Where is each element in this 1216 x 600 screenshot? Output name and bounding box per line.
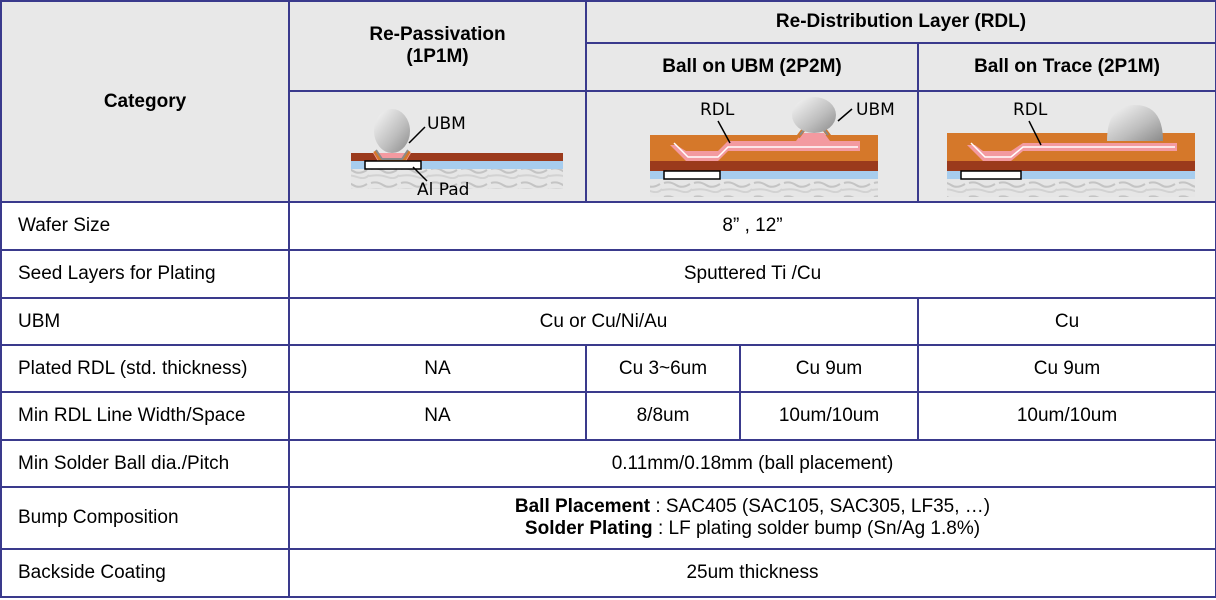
cell-min-rdl-2: 8/8um xyxy=(585,391,741,441)
table-row: UBM Cu or Cu/Ni/Au Cu xyxy=(0,297,1216,346)
table-row: Seed Layers for Plating Sputtered Ti /Cu xyxy=(0,249,1216,299)
ball-on-ubm-diagram: RDL UBM xyxy=(650,96,895,197)
bump-ball-placement-text: : SAC405 (SAC105, SAC305, LF35, …) xyxy=(650,496,991,517)
table-row: Bump Composition Ball Placement : SAC405… xyxy=(0,486,1216,550)
label-al-pad: Al Pad xyxy=(417,180,469,199)
diagram-re-passivation-cell: UBM Al Pad xyxy=(288,90,587,203)
cell-plated-rdl-1: NA xyxy=(288,344,587,393)
diagram-ball-on-ubm-cell: RDL UBM xyxy=(585,90,919,203)
cell-min-rdl-3: 10um/10um xyxy=(739,391,919,441)
row-label-min-solder: Min Solder Ball dia./Pitch xyxy=(0,439,290,488)
label-rdl: RDL xyxy=(700,100,735,120)
header-ball-on-ubm: Ball on UBM (2P2M) xyxy=(585,42,919,92)
cell-plated-rdl-2: Cu 3~6um xyxy=(585,344,741,393)
row-label-seed-layers: Seed Layers for Plating xyxy=(0,249,290,299)
label-ubm-2: UBM xyxy=(856,100,895,120)
table-row: Wafer Size 8” , 12” xyxy=(0,201,1216,251)
header-rdl: Re-Distribution Layer (RDL) xyxy=(585,0,1216,44)
label-ubm: UBM xyxy=(427,114,466,134)
table-row: Min RDL Line Width/Space NA 8/8um 10um/1… xyxy=(0,391,1216,441)
header-re-passivation: Re-Passivation (1P1M) xyxy=(288,0,587,92)
cell-seed-layers: Sputtered Ti /Cu xyxy=(288,249,1216,299)
cell-min-solder: 0.11mm/0.18mm (ball placement) xyxy=(288,439,1216,488)
row-label-backside: Backside Coating xyxy=(0,548,290,598)
row-label-wafer-size: Wafer Size xyxy=(0,201,290,251)
ball-on-trace-diagram: RDL xyxy=(947,100,1195,197)
header-ball-on-trace: Ball on Trace (2P1M) xyxy=(917,42,1216,92)
bump-line-ball-placement: Ball Placement : SAC405 (SAC105, SAC305,… xyxy=(290,496,1215,518)
cell-plated-rdl-4: Cu 9um xyxy=(917,344,1216,393)
table-row: Min Solder Ball dia./Pitch 0.11mm/0.18mm… xyxy=(0,439,1216,488)
header-re-passivation-line1: Re-Passivation xyxy=(369,24,506,45)
cell-backside: 25um thickness xyxy=(288,548,1216,598)
bump-solder-plating-text: : LF plating solder bump (Sn/Ag 1.8%) xyxy=(652,518,981,539)
row-label-plated-rdl: Plated RDL (std. thickness) xyxy=(0,344,290,393)
cell-min-rdl-4: 10um/10um xyxy=(917,391,1216,441)
row-label-min-rdl: Min RDL Line Width/Space xyxy=(0,391,290,441)
label-rdl-3: RDL xyxy=(1013,100,1048,120)
header-re-passivation-line2: (1P1M) xyxy=(406,46,469,67)
table-row: Backside Coating 25um thickness xyxy=(0,548,1216,598)
table-row: Plated RDL (std. thickness) NA Cu 3~6um … xyxy=(0,344,1216,393)
cell-bump: Ball Placement : SAC405 (SAC105, SAC305,… xyxy=(288,486,1216,550)
row-label-bump: Bump Composition xyxy=(0,486,290,550)
bump-solder-plating-title: Solder Plating xyxy=(524,518,653,539)
cell-ubm-a: Cu or Cu/Ni/Au xyxy=(288,297,919,346)
bump-line-solder-plating: Solder Plating : LF plating solder bump … xyxy=(290,518,1215,540)
cell-plated-rdl-3: Cu 9um xyxy=(739,344,919,393)
re-passivation-diagram: UBM Al Pad xyxy=(350,108,563,199)
diagram-ball-on-trace-cell: RDL xyxy=(917,90,1216,203)
header-category: Category xyxy=(0,0,290,203)
cell-ubm-b: Cu xyxy=(917,297,1216,346)
row-label-ubm: UBM xyxy=(0,297,290,346)
bump-ball-placement-title: Ball Placement xyxy=(514,496,651,517)
cell-min-rdl-1: NA xyxy=(288,391,587,441)
cell-wafer-size: 8” , 12” xyxy=(288,201,1216,251)
